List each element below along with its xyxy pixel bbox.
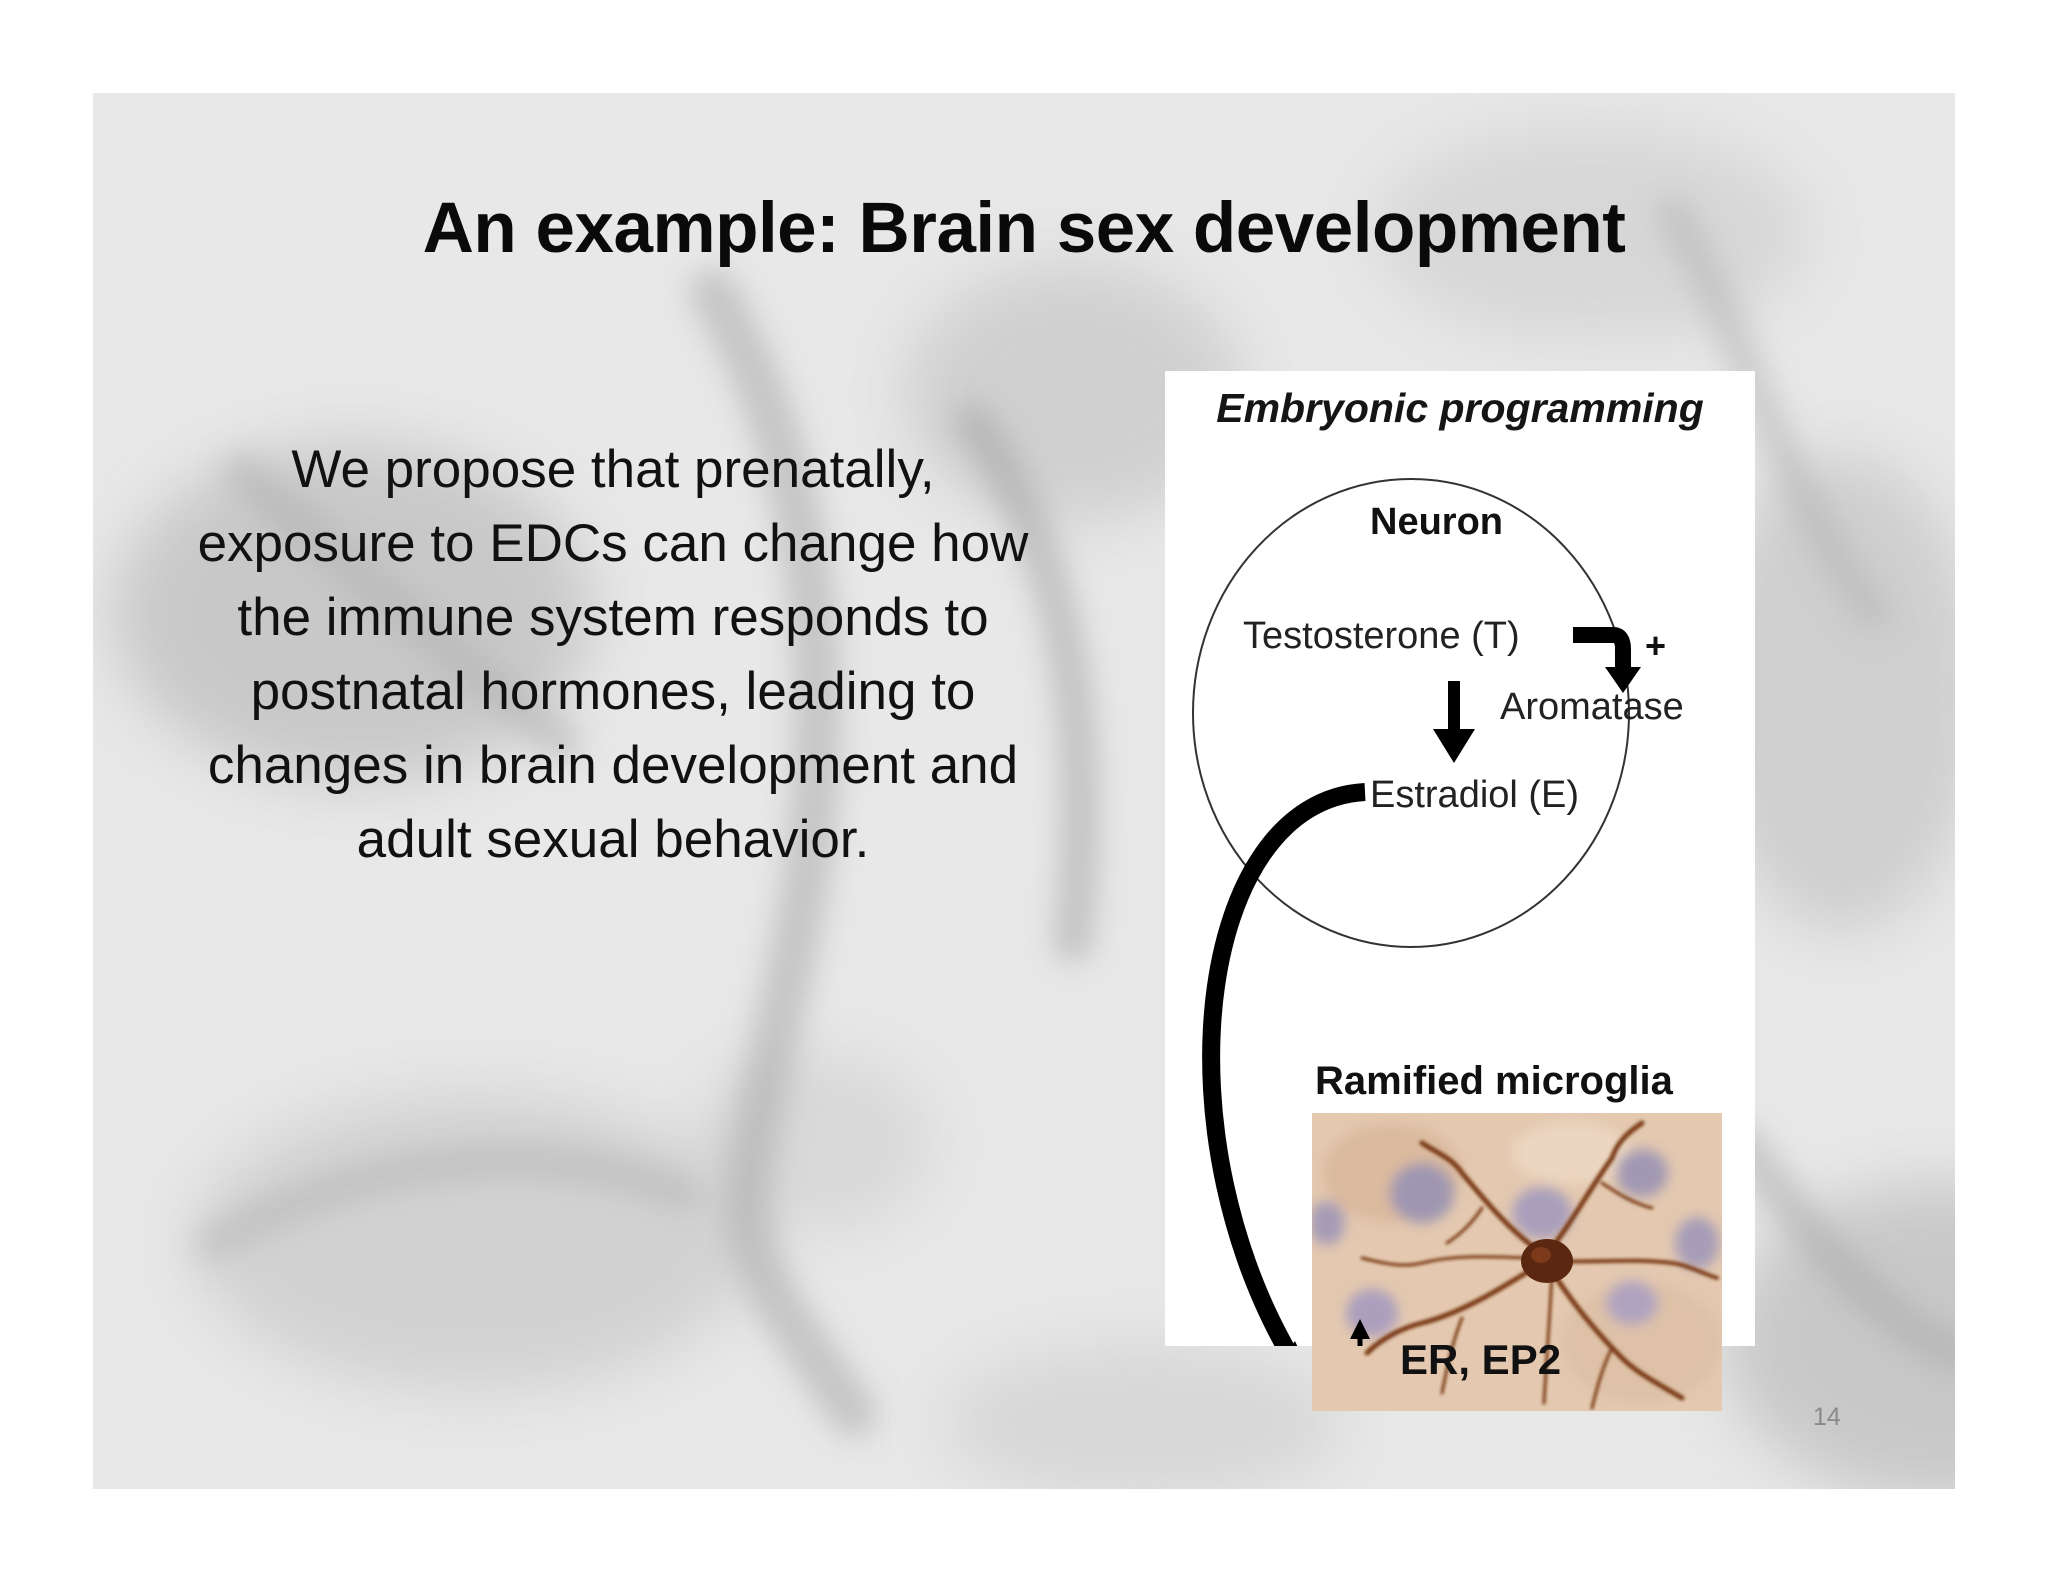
estradiol-to-microglia-arrowhead [1291, 1341, 1298, 1346]
plus-sign: + [1645, 625, 1667, 666]
neuron-circle [1192, 478, 1630, 948]
microglia-image [1312, 1113, 1722, 1411]
ramified-microglia-label: Ramified microglia [1315, 1059, 1673, 1103]
page-number: 14 [1813, 1403, 1841, 1431]
body-paragraph: We propose that prenatally, exposure to … [197, 440, 1029, 869]
figure-title: Embryonic programming [1216, 385, 1704, 431]
slide: An example: Brain sex development We pro… [93, 93, 1955, 1489]
estradiol-label: Estradiol (E) [1370, 774, 1580, 816]
slide-title: An example: Brain sex development [422, 189, 1626, 268]
testosterone-to-aromatase-arrowhead [1605, 667, 1641, 693]
microglia-micrograph [1312, 1113, 1722, 1411]
testosterone-to-aromatase-arrow [1573, 627, 1631, 669]
testosterone-label: Testosterone (T) [1243, 615, 1520, 657]
testosterone-to-estradiol-arrow-shaft [1448, 681, 1460, 731]
aromatase-label: Aromatase [1500, 686, 1684, 728]
embryonic-programming-figure: Embryonic programming Neuron Testosteron… [1165, 371, 1755, 1411]
estradiol-to-microglia-arrow [1202, 783, 1366, 1346]
figure-diagram [1192, 478, 1641, 1346]
neuron-label: Neuron [1370, 501, 1503, 543]
er-ep2-label: ER, EP2 [1400, 1336, 1562, 1383]
testosterone-to-estradiol-arrowhead [1433, 729, 1475, 763]
